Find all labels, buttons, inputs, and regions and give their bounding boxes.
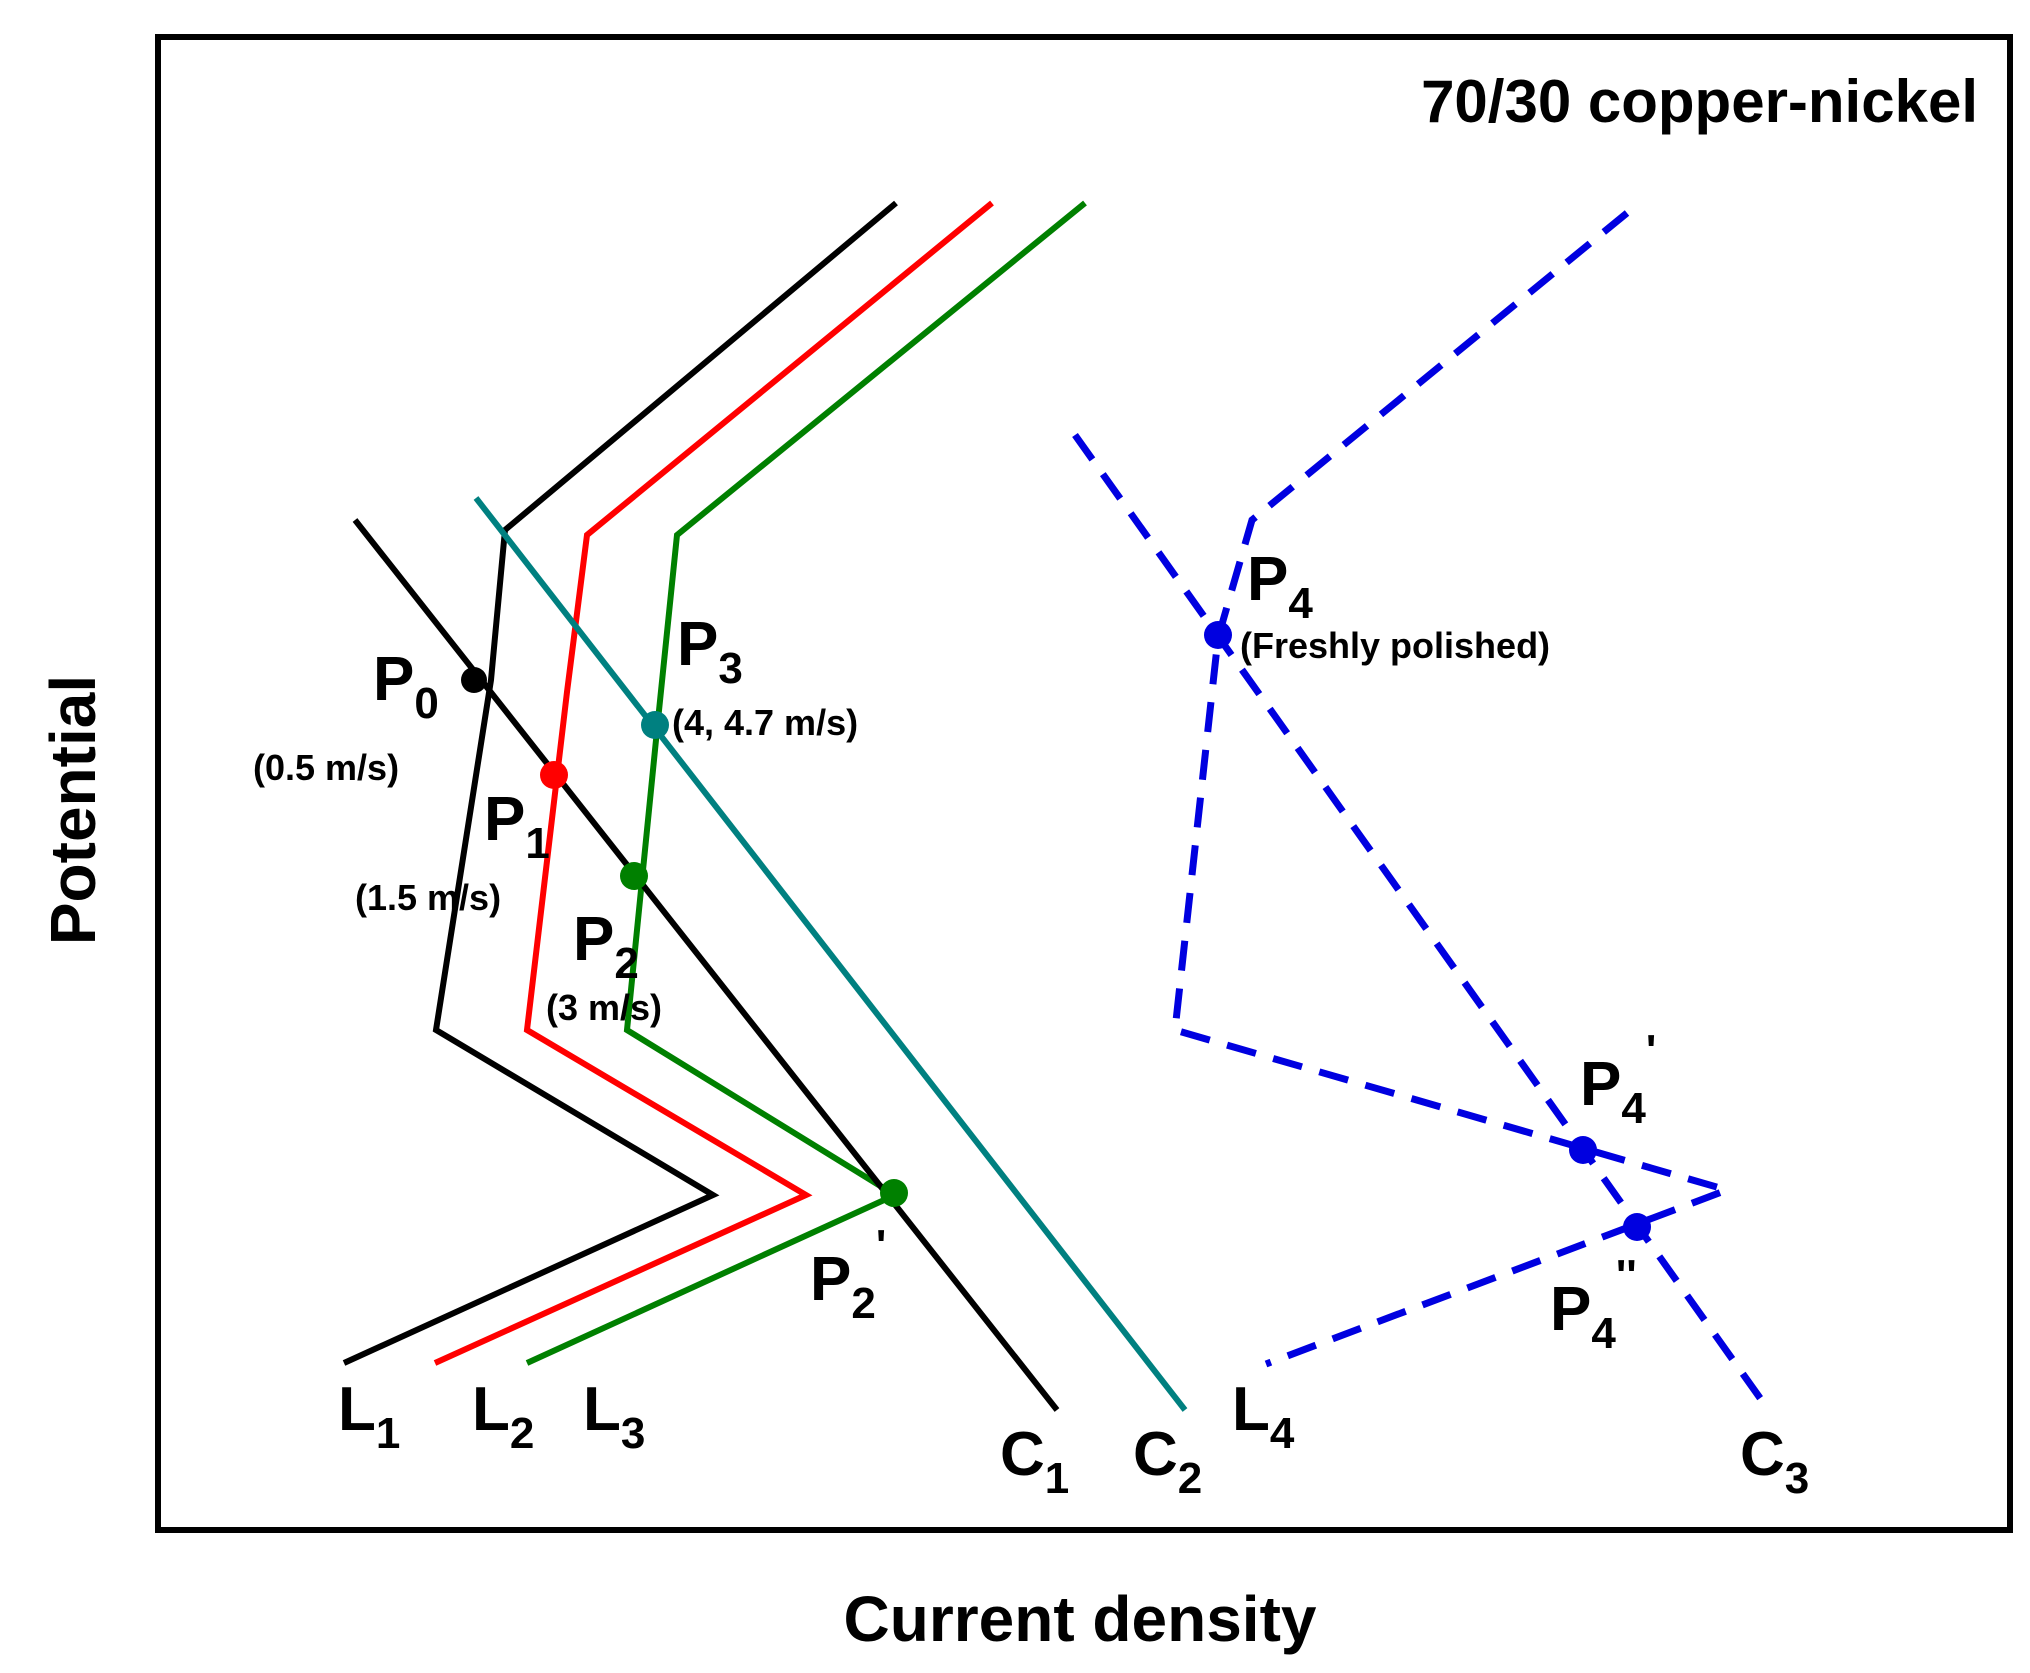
plot-frame xyxy=(155,34,2013,1533)
curve-label-l2: L2 xyxy=(472,1375,534,1458)
svg-text:P4: P4 xyxy=(1247,545,1313,628)
point-p0-note: (0.5 m/s) xyxy=(253,747,399,788)
point-p1-note: (1.5 m/s) xyxy=(355,877,501,918)
point-p4-note: (Freshly polished) xyxy=(1240,625,1550,666)
point-p4-label: P4 xyxy=(1247,545,1313,628)
point-p4p-label: P4' xyxy=(1580,1026,1656,1133)
svg-text:C2: C2 xyxy=(1133,1420,1202,1503)
svg-text:P4'': P4'' xyxy=(1550,1251,1637,1358)
curve-label-c1: C1 xyxy=(1000,1420,1069,1503)
x-axis-label: Current density xyxy=(844,1583,1317,1655)
svg-text:L2: L2 xyxy=(472,1375,534,1458)
point-p2p-marker xyxy=(880,1179,908,1207)
curve-l1 xyxy=(342,200,898,1366)
curve-label-c3: C3 xyxy=(1740,1420,1809,1503)
svg-text:C1: C1 xyxy=(1000,1420,1069,1503)
svg-text:C3: C3 xyxy=(1740,1420,1809,1503)
y-axis-label: Potential xyxy=(37,675,109,945)
svg-text:L1: L1 xyxy=(338,1375,400,1458)
point-p1-label: P1 xyxy=(484,785,550,868)
curve-label-l1: L1 xyxy=(338,1375,400,1458)
point-p1-marker xyxy=(540,761,568,789)
svg-text:P4': P4' xyxy=(1580,1026,1656,1133)
point-p0-marker xyxy=(461,667,487,693)
point-p3-label: P3 xyxy=(677,610,743,693)
point-p2-note: (3 m/s) xyxy=(546,987,662,1028)
curve-l2 xyxy=(433,200,994,1366)
svg-text:L3: L3 xyxy=(583,1375,645,1458)
point-p3-marker xyxy=(641,711,669,739)
point-p2-label: P2 xyxy=(573,905,639,988)
curve-l3 xyxy=(525,200,1087,1366)
curve-c2 xyxy=(473,496,1188,1412)
diagram-title: 70/30 copper-nickel xyxy=(1421,68,1978,135)
svg-text:P3: P3 xyxy=(677,610,743,693)
curve-label-l4: L4 xyxy=(1232,1375,1295,1458)
curve-c3 xyxy=(1072,432,1768,1408)
point-p2-marker xyxy=(620,862,648,890)
curve-label-c2: C2 xyxy=(1133,1420,1202,1503)
point-p2p-label: P2' xyxy=(810,1221,886,1328)
svg-text:L4: L4 xyxy=(1232,1375,1295,1458)
svg-text:P2: P2 xyxy=(573,905,639,988)
svg-text:P1: P1 xyxy=(484,785,550,868)
point-p4pp-label: P4'' xyxy=(1550,1251,1637,1358)
point-p3-note: (4, 4.7 m/s) xyxy=(672,702,858,743)
svg-text:P2': P2' xyxy=(810,1221,886,1328)
curve-l4 xyxy=(1171,210,1739,1368)
curve-label-l3: L3 xyxy=(583,1375,645,1458)
point-p4-marker xyxy=(1204,621,1232,649)
point-p4pp-marker xyxy=(1623,1213,1651,1241)
point-p0-label: P0 xyxy=(373,645,439,728)
svg-text:P0: P0 xyxy=(373,645,439,728)
point-p4p-marker xyxy=(1569,1136,1597,1164)
